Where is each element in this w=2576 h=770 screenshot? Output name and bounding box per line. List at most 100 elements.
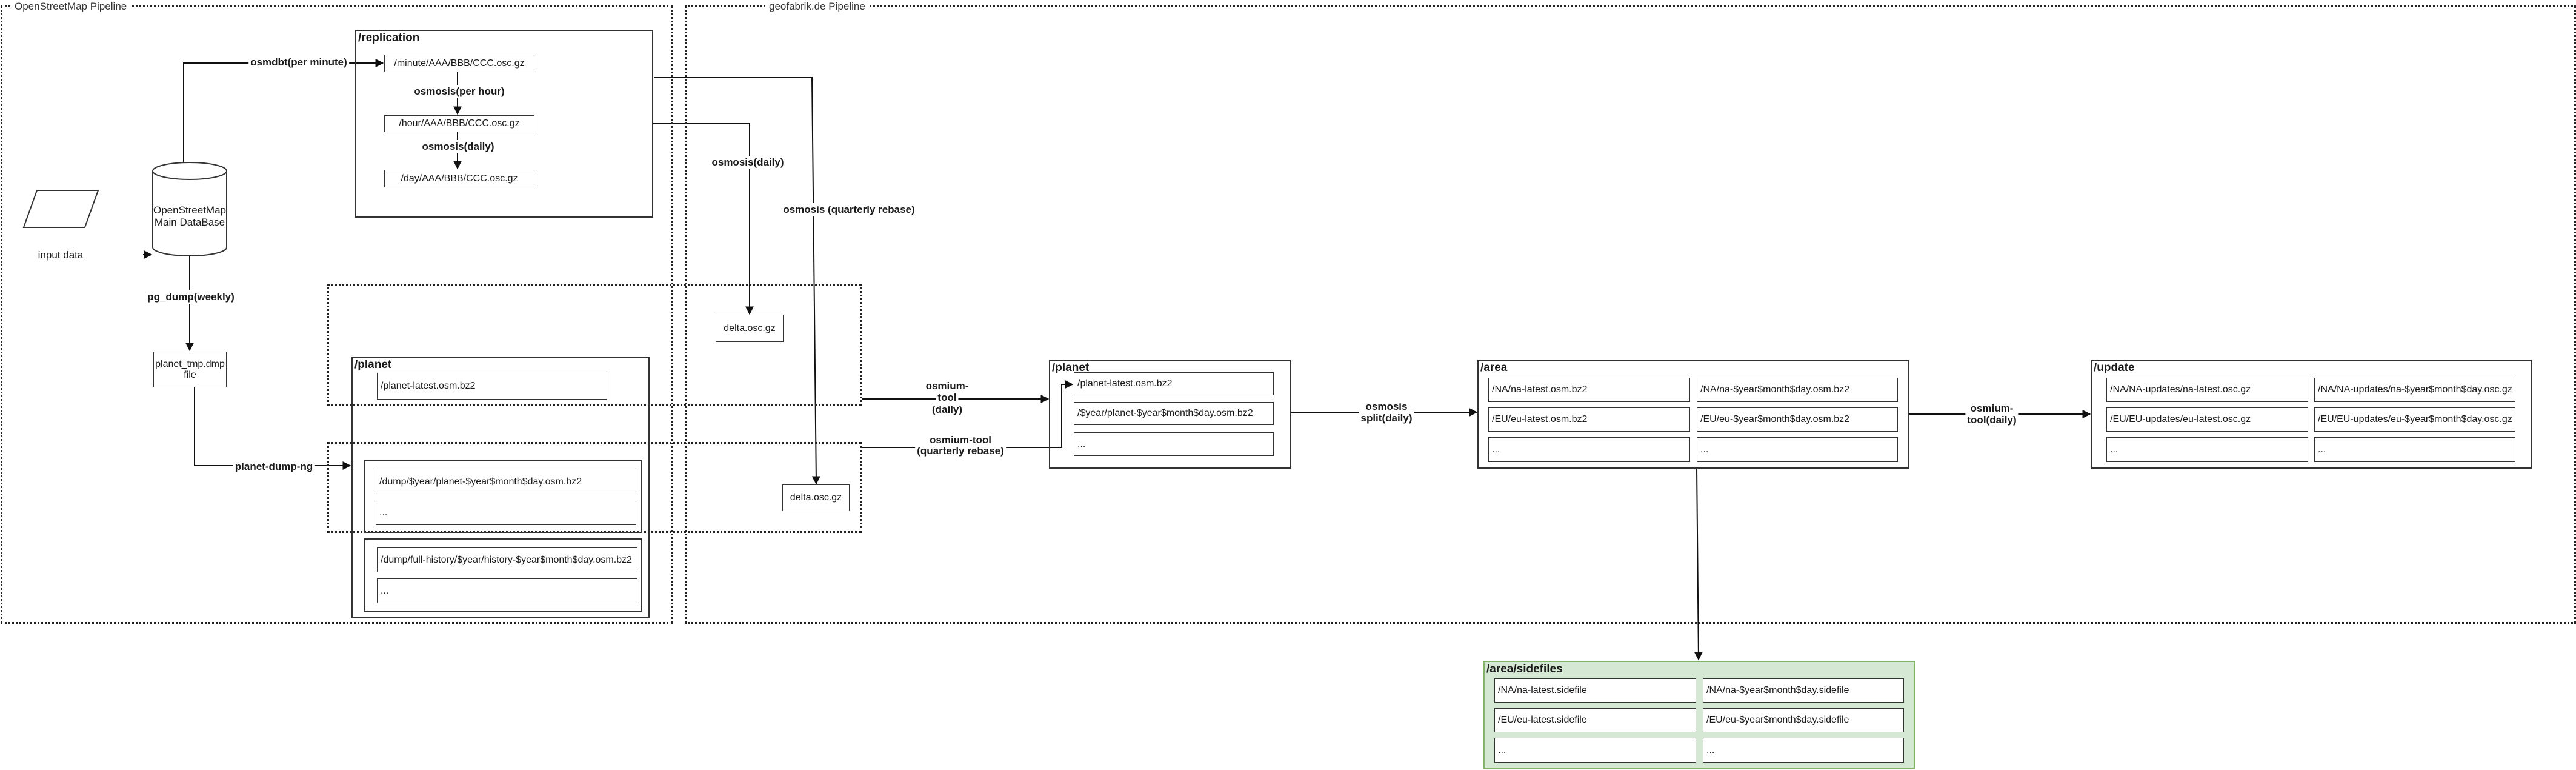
osm-planet-title: /planet <box>354 358 392 371</box>
osm-history-item-1: ... <box>377 578 637 603</box>
update-cell-1-1-label: /EU/EU-updates/eu-$year$month$day.osc.gz <box>2318 414 2512 424</box>
database-label-line1: OpenStreetMap <box>153 204 227 216</box>
update-cell-2-1: ... <box>2314 437 2515 462</box>
update-cell-0-1-label: /NA/NA-updates/na-$year$month$day.osc.gz <box>2318 384 2512 395</box>
sidefiles-cell-0-1-label: /NA/na-$year$month$day.sidefile <box>1706 685 1849 695</box>
edge-label-osmosis-quarterly: osmosis (quarterly rebase) <box>781 203 917 216</box>
area-cell-1-1-label: /EU/eu-$year$month$day.osm.bz2 <box>1700 414 1850 424</box>
area-container: /area <box>1477 360 1909 469</box>
sidefiles-cell-1-1-label: /EU/eu-$year$month$day.sidefile <box>1706 715 1849 725</box>
edge-osmosis-quarterly <box>654 77 820 485</box>
delta-daily-label: delta.osc.gz <box>724 323 776 333</box>
update-title: /update <box>2094 361 2135 374</box>
sidefiles-cell-2-0: ... <box>1494 738 1696 763</box>
sidefiles-cell-1-0: /EU/eu-latest.sidefile <box>1494 708 1696 732</box>
area-cell-2-0: ... <box>1488 437 1690 462</box>
edge-label-osmosis-hour: osmosis(per hour) <box>412 85 507 98</box>
database-label-line2: Main DataBase <box>154 216 225 228</box>
sidefiles-cell-1-0-label: /EU/eu-latest.sidefile <box>1498 715 1587 725</box>
area-cell-0-0-label: /NA/na-latest.osm.bz2 <box>1492 384 1588 395</box>
input-data-label: input data <box>38 249 84 261</box>
replication-minute-label: /minute/AAA/BBB/CCC.osc.gz <box>394 58 525 69</box>
update-cell-2-0-label: ... <box>2110 444 2118 455</box>
replication-hour: /hour/AAA/BBB/CCC.osc.gz <box>384 115 534 132</box>
latest-group <box>327 284 862 406</box>
update-cell-2-1-label: ... <box>2318 444 2326 455</box>
edge-label-osmium-quarterly-1: osmium-tool <box>928 434 993 447</box>
geo-planet-item-0: /planet-latest.osm.bz2 <box>1074 372 1274 395</box>
sidefiles-cell-1-1: /EU/eu-$year$month$day.sidefile <box>1703 708 1904 732</box>
edge-label-osmium-daily-1: osmium- <box>924 380 971 393</box>
edge-label-osmium-update-2: tool(daily) <box>1965 413 2019 427</box>
update-cell-1-0: /EU/EU-updates/eu-latest.osc.gz <box>2106 407 2308 432</box>
edge-label-osmosis-split-1: osmosis <box>1363 400 1409 413</box>
osm-planet-latest: /planet-latest.osm.bz2 <box>377 373 607 400</box>
sidefiles-cell-2-0-label: ... <box>1498 745 1506 755</box>
osm-history-item-1-label: ... <box>381 585 389 596</box>
replication-minute: /minute/AAA/BBB/CCC.osc.gz <box>384 55 534 72</box>
area-cell-0-1: /NA/na-$year$month$day.osm.bz2 <box>1697 378 1898 402</box>
area-cell-2-1: ... <box>1697 437 1898 462</box>
database-icon <box>152 162 227 256</box>
osm-planet-latest-label: /planet-latest.osm.bz2 <box>381 381 476 391</box>
area-cell-1-1: /EU/eu-$year$month$day.osm.bz2 <box>1697 407 1898 432</box>
area-title: /area <box>1480 361 1508 374</box>
replication-title: /replication <box>358 32 420 44</box>
edge-label-osmium-daily-2: tool <box>936 391 959 404</box>
update-cell-1-1: /EU/EU-updates/eu-$year$month$day.osc.gz <box>2314 407 2515 432</box>
geo-planet-item-2-label: ... <box>1077 438 1086 449</box>
edge-label-osmosis-split-2: split(daily) <box>1359 412 1414 425</box>
geofabrik-pipeline-label: geofabrik.de Pipeline <box>765 1 869 13</box>
edge-label-planet-dump-ng: planet-dump-ng <box>233 460 315 474</box>
geo-planet-item-0-label: /planet-latest.osm.bz2 <box>1077 378 1173 389</box>
osm-history-item-0-label: /dump/full-history/$year/history-$year$m… <box>381 554 632 565</box>
input-data-shape <box>22 190 99 228</box>
geo-planet-item-1-label: /$year/planet-$year$month$day.osm.bz2 <box>1077 408 1253 418</box>
edge-label-osmosis-daily-rep: osmosis(daily) <box>420 140 496 153</box>
planet-tmp-file: planet_tmp.dmp file <box>153 352 227 387</box>
edge-label-osmium-quarterly-2: (quarterly rebase) <box>915 444 1006 458</box>
replication-container: /replication <box>355 30 653 218</box>
update-cell-2-0: ... <box>2106 437 2308 462</box>
edge-label-pg-dump: pg_dump(weekly) <box>145 290 236 304</box>
replication-day-label: /day/AAA/BBB/CCC.osc.gz <box>401 173 518 184</box>
osm-dump-item-0-label: /dump/$year/planet-$year$month$day.osm.b… <box>379 477 582 487</box>
osm-planet-container: /planet <box>351 357 650 618</box>
area-cell-2-1-label: ... <box>1700 444 1709 455</box>
osm-dump-item-1: ... <box>376 501 636 525</box>
sidefiles-cell-0-1: /NA/na-$year$month$day.sidefile <box>1703 678 1904 703</box>
sidefiles-cell-2-1-label: ... <box>1706 745 1715 755</box>
area-cell-0-1-label: /NA/na-$year$month$day.osm.bz2 <box>1700 384 1850 395</box>
geo-planet-item-2: ... <box>1074 432 1274 456</box>
osm-history-container <box>364 538 642 612</box>
geo-planet-title: /planet <box>1052 361 1090 374</box>
edge-label-osmdbt: osmdbt(per minute) <box>248 56 349 69</box>
replication-day: /day/AAA/BBB/CCC.osc.gz <box>384 170 534 187</box>
osm-pipeline-label: OpenStreetMap Pipeline <box>11 1 131 13</box>
osm-dump-item-1-label: ... <box>379 507 388 518</box>
osm-history-item-0: /dump/full-history/$year/history-$year$m… <box>377 547 637 572</box>
area-cell-1-0: /EU/eu-latest.osm.bz2 <box>1488 407 1690 432</box>
sidefiles-cell-0-0-label: /NA/na-latest.sidefile <box>1498 685 1587 695</box>
edge-area-to-sidefiles <box>1694 467 1703 661</box>
area-cell-1-0-label: /EU/eu-latest.osm.bz2 <box>1492 414 1588 424</box>
geofabrik-pipeline-cluster: geofabrik.de Pipeline <box>685 1 2576 624</box>
osm-pipeline-cluster: OpenStreetMap Pipeline <box>1 1 673 624</box>
delta-quarterly: delta.osc.gz <box>782 484 850 511</box>
replication-hour-label: /hour/AAA/BBB/CCC.osc.gz <box>399 118 520 129</box>
update-cell-0-0: /NA/NA-updates/na-latest.osc.gz <box>2106 378 2308 402</box>
planet-tmp-label: planet_tmp.dmp file <box>155 358 225 380</box>
edge-label-osmium-daily-3: (daily) <box>930 403 965 417</box>
area-cell-2-0-label: ... <box>1492 444 1500 455</box>
update-cell-1-0-label: /EU/EU-updates/eu-latest.osc.gz <box>2110 414 2251 424</box>
geo-planet-container: /planet <box>1049 360 1291 469</box>
osm-dump-container <box>364 460 642 533</box>
update-cell-0-1: /NA/NA-updates/na-$year$month$day.osc.gz <box>2314 378 2515 402</box>
sidefiles-cell-2-1: ... <box>1703 738 1904 763</box>
area-cell-0-0: /NA/na-latest.osm.bz2 <box>1488 378 1690 402</box>
update-cell-0-0-label: /NA/NA-updates/na-latest.osc.gz <box>2110 384 2251 395</box>
geo-planet-item-1: /$year/planet-$year$month$day.osm.bz2 <box>1074 402 1274 425</box>
edge-label-osmosis-daily-delta: osmosis(daily) <box>710 156 786 169</box>
